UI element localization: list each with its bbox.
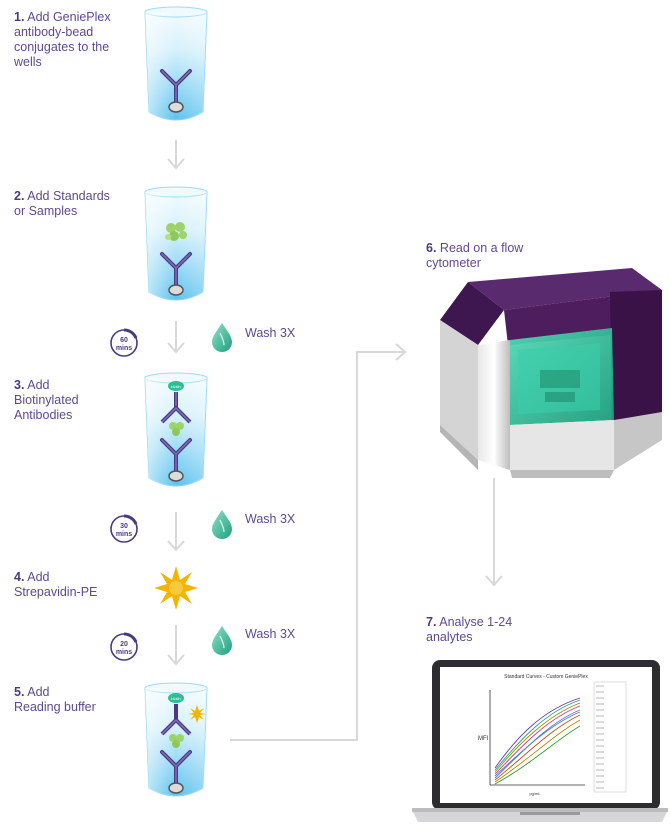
step-6-label: 6. Read on a flow cytometer — [426, 241, 524, 270]
well-2 — [144, 186, 208, 301]
arrow-down-2 — [167, 321, 185, 354]
laptop-screen-chart: Standard Curves - Custom GeniePlex MFI p… — [478, 674, 627, 796]
arrow-down-5 — [485, 478, 503, 587]
step-7-label: 7. Analyse 1-24 analytes — [426, 615, 513, 644]
svg-text:pg/mL: pg/mL — [529, 791, 541, 796]
arrow-down-3 — [167, 512, 185, 552]
step-1-label: 1. Add GeniePlex antibody-bead conjugate… — [14, 10, 111, 69]
well-1 — [144, 6, 208, 121]
wash-label-1: Wash 3X — [245, 326, 296, 340]
svg-text:MFI: MFI — [478, 736, 489, 742]
well-3: biotin — [144, 372, 208, 487]
arrow-down-4 — [167, 625, 185, 666]
svg-text:30: 30 — [120, 523, 128, 530]
wash-label-3: Wash 3X — [245, 627, 296, 641]
analyte-icon — [165, 222, 187, 241]
wash-drop-icon — [211, 509, 233, 540]
svg-text:biotin: biotin — [171, 696, 181, 701]
step-2-label: 2. Add Standards or Samples — [14, 189, 110, 218]
wash-drop-icon — [211, 322, 233, 353]
flow-cytometer-icon — [440, 268, 662, 478]
timer-icon: 60 mins — [109, 328, 139, 358]
timer-icon: 20 mins — [109, 632, 139, 662]
svg-text:Standard Curves - Custom Genie: Standard Curves - Custom GeniePlex — [504, 674, 588, 680]
streptavidin-pe-icon — [154, 566, 198, 610]
step-5-label: 5. Add Reading buffer — [14, 685, 96, 714]
svg-text:20: 20 — [120, 641, 128, 648]
well-5: biotin — [144, 682, 208, 797]
arrow-to-cytometer — [230, 343, 407, 741]
laptop-icon: Standard Curves - Custom GeniePlex MFI p… — [412, 660, 668, 822]
svg-text:mins: mins — [116, 345, 132, 352]
svg-text:mins: mins — [116, 531, 132, 538]
step-4-label: 4. Add Strepavidin-PE — [14, 570, 98, 599]
svg-text:mins: mins — [116, 649, 132, 656]
wash-drop-icon — [211, 625, 233, 656]
step-3-label: 3. Add Biotinylated Antibodies — [14, 378, 79, 422]
arrow-down-1 — [167, 140, 185, 170]
svg-text:biotin: biotin — [171, 384, 181, 389]
timer-icon: 30 mins — [109, 514, 139, 544]
wash-label-2: Wash 3X — [245, 512, 296, 526]
svg-text:60: 60 — [120, 337, 128, 344]
